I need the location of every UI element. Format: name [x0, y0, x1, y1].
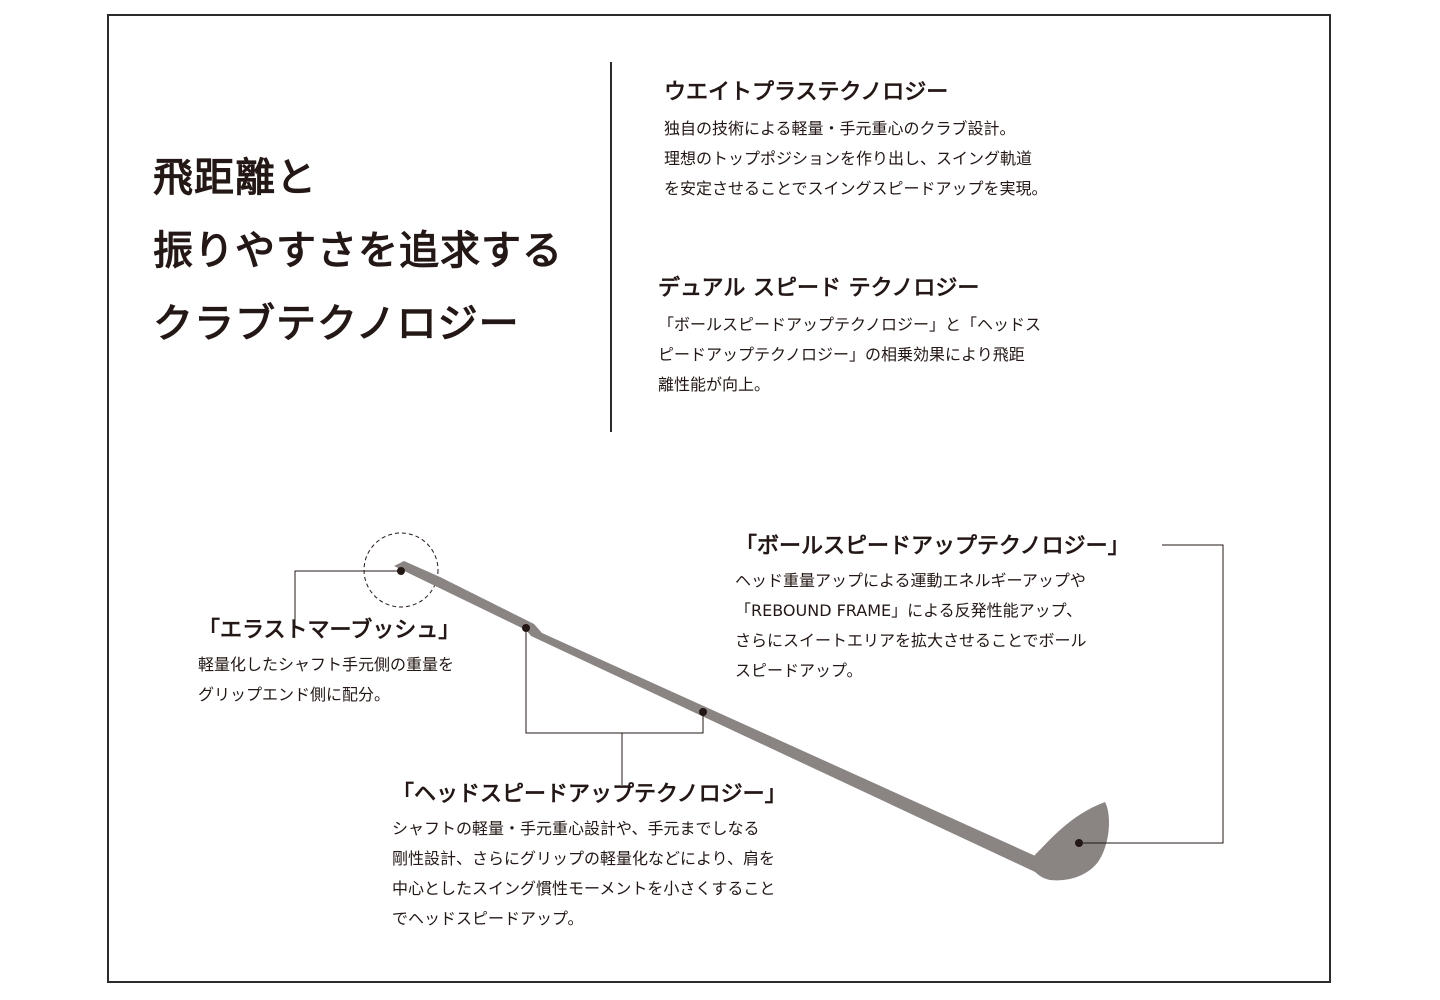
callout-desc-line: 中心としたスイング慣性モーメントを小さくすること: [392, 879, 776, 898]
marker-dot: [1075, 839, 1083, 847]
tech-desc-line: を安定させることでスイングスピードアップを実現。: [664, 179, 1048, 198]
tech-title: ウエイトプラステクノロジー: [664, 80, 949, 105]
callout-ball-speed: 「ボールスピードアップテクノロジー」 ヘッド重量アップによる運動エネルギーアップ…: [735, 532, 1130, 686]
callout-desc-line: 「REBOUND FRAME」による反発性能アップ、: [735, 601, 1083, 620]
callout-title: 「ヘッドスピードアップテクノロジー」: [392, 782, 787, 807]
tech-desc-line: 離性能が向上。: [658, 375, 771, 394]
tech-desc-line: 「ボールスピードアップテクノロジー」と「ヘッドス: [658, 315, 1042, 334]
headline-line: 飛距離と: [153, 155, 317, 201]
tech-desc-line: 理想のトップポジションを作り出し、スイング軌道: [664, 149, 1033, 168]
callout-head-speed: 「ヘッドスピードアップテクノロジー」 シャフトの軽量・手元重心設計や、手元までし…: [392, 780, 787, 934]
callout-desc-line: でヘッドスピードアップ。: [392, 909, 584, 928]
callout-elastomer: 「エラストマーブッシュ」 軽量化したシャフト手元側の重量を グリップエンド側に配…: [198, 616, 460, 710]
leader-head-speed: [525, 628, 704, 734]
headline: 飛距離と 振りやすさを追求する クラブテクノロジー: [153, 142, 563, 361]
tech-weight-plus: ウエイトプラステクノロジー 独自の技術による軽量・手元重心のクラブ設計。 理想の…: [664, 78, 1048, 204]
golf-club-icon: [394, 561, 1110, 881]
callout-desc-line: 剛性設計、さらにグリップの軽量化などにより、肩を: [392, 849, 776, 868]
tech-dual-speed: デュアル スピード テクノロジー 「ボールスピードアップテクノロジー」と「ヘッド…: [658, 274, 1041, 400]
headline-line: 振りやすさを追求する: [153, 228, 563, 274]
club-head: [1030, 802, 1110, 881]
marker-dot: [397, 567, 405, 575]
club-shaft: [394, 561, 1062, 878]
vertical-divider: [610, 62, 612, 432]
headline-line: クラブテクノロジー: [153, 301, 520, 347]
leader-ball-speed: [1079, 544, 1224, 844]
callout-title: 「ボールスピードアップテクノロジー」: [735, 534, 1130, 559]
content-frame: [107, 14, 1331, 983]
leader-elastomer: [294, 570, 401, 628]
marker-dot: [699, 708, 707, 716]
callout-title: 「エラストマーブッシュ」: [198, 618, 461, 643]
callout-desc-line: スピードアップ。: [735, 661, 863, 680]
marker-dot: [522, 624, 530, 632]
callout-desc-line: シャフトの軽量・手元重心設計や、手元までしなる: [392, 819, 760, 838]
callout-desc-line: さらにスイートエリアを拡大させることでボール: [735, 631, 1087, 650]
tech-desc-line: 独自の技術による軽量・手元重心のクラブ設計。: [664, 119, 1016, 138]
grip-highlight-circle: [363, 532, 439, 608]
leader-lines: [294, 544, 1224, 844]
callout-desc-line: 軽量化したシャフト手元側の重量を: [198, 655, 455, 674]
callout-desc-line: グリップエンド側に配分。: [198, 685, 391, 704]
callout-desc-line: ヘッド重量アップによる運動エネルギーアップや: [735, 571, 1086, 590]
tech-title: デュアル スピード テクノロジー: [658, 276, 980, 301]
tech-desc-line: ピードアップテクノロジー」の相乗効果により飛距: [658, 345, 1025, 364]
